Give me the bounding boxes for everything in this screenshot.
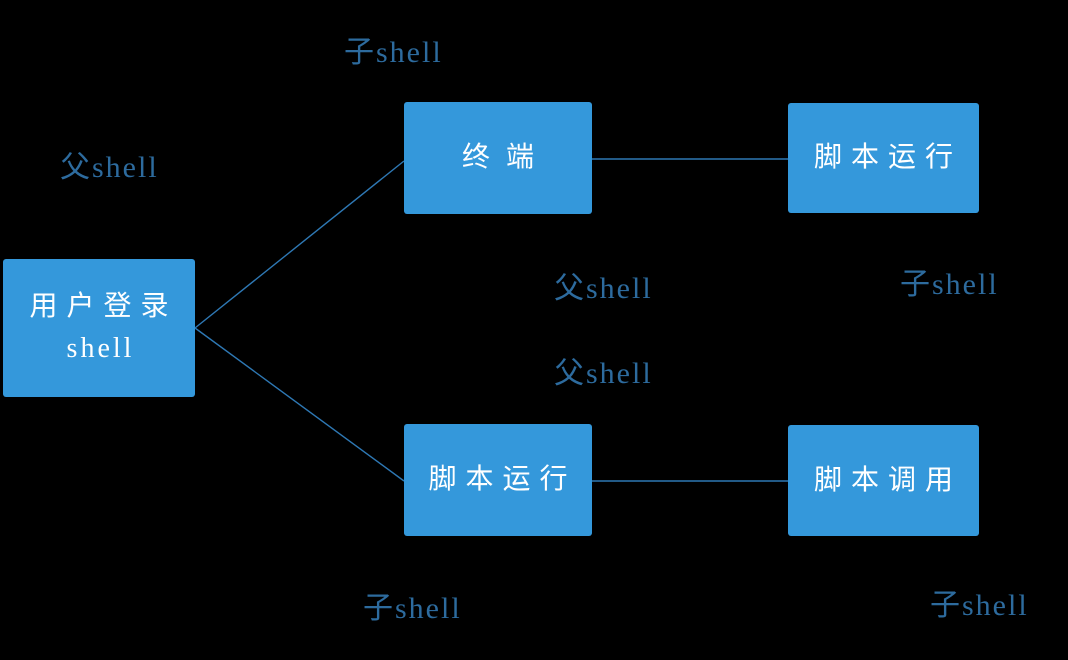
node-user-login-shell: 用户登录 shell <box>3 259 195 397</box>
node-script-run-top: 脚本运行 <box>788 103 979 213</box>
label-child-shell-bottom-right: 子shell <box>930 589 1029 622</box>
node-user-login-shell-line2: shell <box>66 333 135 364</box>
node-script-run-top-label: 脚本运行 <box>813 142 962 173</box>
label-child-shell-bottom-mid: 子shell <box>363 592 462 625</box>
node-script-call-label: 脚本调用 <box>813 464 962 496</box>
node-user-login-shell-line1: 用户登录 <box>29 291 178 322</box>
node-script-run-bottom-label: 脚本运行 <box>428 464 577 495</box>
label-child-shell-right: 子shell <box>900 268 999 301</box>
connector-login-to-terminal <box>194 160 405 329</box>
node-terminal: 终端 <box>404 102 592 214</box>
node-terminal-label: 终端 <box>461 142 550 173</box>
label-parent-shell-mid-upper: 父shell <box>554 272 653 305</box>
node-script-call: 脚本调用 <box>788 425 979 536</box>
label-parent-shell-mid-lower: 父shell <box>554 357 653 390</box>
connector-login-to-script-run <box>194 327 405 482</box>
node-script-run-bottom: 脚本运行 <box>404 424 592 536</box>
label-child-shell-top: 子shell <box>344 36 443 69</box>
label-parent-shell-left: 父shell <box>60 151 159 184</box>
